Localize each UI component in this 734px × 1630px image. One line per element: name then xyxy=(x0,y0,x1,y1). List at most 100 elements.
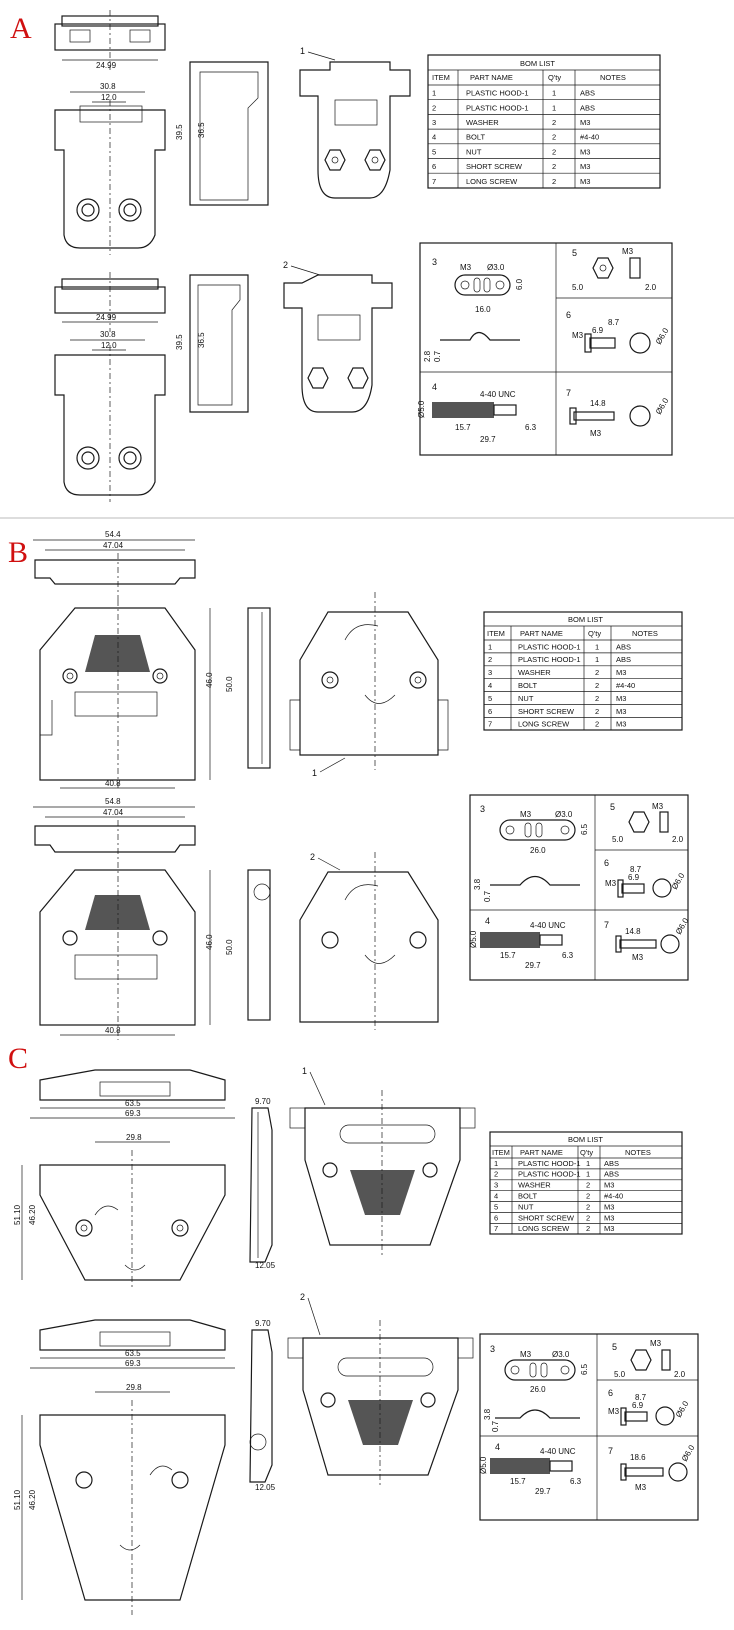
section-letter-a: A xyxy=(10,12,32,45)
bom-cell: 1 xyxy=(595,655,599,664)
a-side-view-lower: 39.5 36.5 xyxy=(175,274,249,413)
svg-text:M3: M3 xyxy=(605,879,617,888)
c-front-view-upper: 29.8 51.10 46.20 xyxy=(13,1133,226,1290)
bom-cell: NUT xyxy=(518,694,534,703)
svg-text:2.0: 2.0 xyxy=(672,835,684,844)
svg-text:1: 1 xyxy=(302,1066,307,1076)
svg-text:29.8: 29.8 xyxy=(126,1383,142,1392)
svg-text:47.04: 47.04 xyxy=(103,541,124,550)
svg-text:7: 7 xyxy=(608,1446,613,1456)
svg-text:4-40 UNC: 4-40 UNC xyxy=(540,1447,576,1456)
bom-cell: M3 xyxy=(580,147,590,156)
svg-text:3: 3 xyxy=(432,257,437,267)
bom-cell: PLASTIC HOOD-1 xyxy=(466,89,529,98)
svg-text:Q'ty: Q'ty xyxy=(580,1148,593,1157)
svg-text:2: 2 xyxy=(300,1292,305,1302)
bom-cell: LONG SCREW xyxy=(466,177,518,186)
bom-cell: WASHER xyxy=(518,668,551,677)
c-nut-detail: 5 M3 5.0 2.0 xyxy=(612,1339,686,1379)
svg-text:6.9: 6.9 xyxy=(632,1401,644,1410)
bom-cell: ABS xyxy=(580,89,595,98)
svg-text:5: 5 xyxy=(612,1342,617,1352)
bom-cell: LONG SCREW xyxy=(518,720,570,729)
b-front-view-lower: 40.8 46.0 50.0 xyxy=(39,862,234,1040)
svg-text:5.0: 5.0 xyxy=(614,1370,626,1379)
b-nut-detail: 5 M3 5.0 2.0 xyxy=(610,802,684,844)
section-b: B 54.4 47.04 40.8 46.0 50.0 xyxy=(8,530,691,1040)
a-bom-header-qty: Q'ty xyxy=(548,73,561,82)
bom-cell: 5 xyxy=(432,147,436,156)
c-front-view-lower: 29.8 51.10 46.20 xyxy=(13,1383,226,1615)
bom-cell: SHORT SCREW xyxy=(466,162,523,171)
svg-text:6.3: 6.3 xyxy=(570,1477,582,1486)
bom-cell: 7 xyxy=(432,177,436,186)
svg-text:6.0: 6.0 xyxy=(515,278,524,290)
svg-text:5: 5 xyxy=(610,802,615,812)
svg-text:M3: M3 xyxy=(520,1350,532,1359)
svg-text:NOTES: NOTES xyxy=(632,629,658,638)
svg-text:5: 5 xyxy=(572,248,577,258)
svg-text:1: 1 xyxy=(312,768,317,778)
svg-text:2.0: 2.0 xyxy=(645,283,657,292)
c-part-2-view: 2 xyxy=(287,1292,474,1485)
bom-cell: 2 xyxy=(552,133,556,142)
a-front-view-upper: 30.8 12.0 xyxy=(54,82,166,255)
svg-text:8.7: 8.7 xyxy=(630,865,642,874)
c-short-screw-detail: 6 8.7 6.9 M3 Ø6.0 xyxy=(608,1388,691,1426)
bom-cell: 1 xyxy=(552,89,556,98)
b-long-screw-detail: 7 14.8 M3 Ø6.0 xyxy=(604,916,691,962)
svg-text:Ø6.0: Ø6.0 xyxy=(654,326,671,346)
svg-text:54.8: 54.8 xyxy=(105,797,121,806)
svg-text:Ø5.0: Ø5.0 xyxy=(479,1456,488,1474)
bom-cell: SHORT SCREW xyxy=(518,707,575,716)
svg-text:6: 6 xyxy=(608,1388,613,1398)
svg-text:3.8: 3.8 xyxy=(473,878,482,890)
dim-a-top-width: 24.99 xyxy=(96,61,117,70)
bom-cell: 2 xyxy=(586,1213,590,1222)
bom-cell: 7 xyxy=(488,720,492,729)
bom-cell: PLASTIC HOOD-1 xyxy=(518,655,581,664)
svg-text:4-40 UNC: 4-40 UNC xyxy=(530,921,566,930)
svg-text:NOTES: NOTES xyxy=(625,1148,651,1157)
dim-a-side-outer: 39.5 xyxy=(175,124,184,140)
bom-cell: NUT xyxy=(466,147,482,156)
a-bom-header-item: ITEM xyxy=(432,73,450,82)
bom-cell: ABS xyxy=(616,655,631,664)
svg-text:5.0: 5.0 xyxy=(572,283,584,292)
bom-cell: 3 xyxy=(494,1181,498,1190)
svg-text:Ø3.0: Ø3.0 xyxy=(552,1350,570,1359)
bom-cell: 2 xyxy=(552,162,556,171)
a-front-view-lower: 30.8 12.0 xyxy=(54,330,166,502)
a-side-view-upper: 39.5 36.5 xyxy=(175,61,269,206)
svg-text:5.0: 5.0 xyxy=(612,835,624,844)
svg-text:63.5: 63.5 xyxy=(125,1349,141,1358)
c-long-screw-detail: 7 18.6 M3 Ø6.0 xyxy=(608,1443,697,1492)
svg-text:12.05: 12.05 xyxy=(255,1483,276,1492)
c-part-1-view: 1 xyxy=(289,1066,476,1255)
a-short-screw-detail: 6 8.7 6.9 M3 Ø6.0 xyxy=(566,310,671,354)
svg-text:3.8: 3.8 xyxy=(483,1408,492,1420)
a-part-label-2: 2 xyxy=(283,260,288,270)
dim-a-lower-side-inner: 36.5 xyxy=(197,332,206,348)
bom-cell: WASHER xyxy=(466,118,499,127)
bom-cell: ABS xyxy=(604,1159,619,1168)
bom-cell: 3 xyxy=(432,118,436,127)
a-nut-detail: 5 M3 5.0 2.0 xyxy=(572,247,657,292)
svg-text:6.9: 6.9 xyxy=(592,326,604,335)
bom-cell: 4 xyxy=(488,681,492,690)
svg-text:Ø5.0: Ø5.0 xyxy=(469,930,478,948)
svg-text:15.7: 15.7 xyxy=(510,1477,526,1486)
svg-text:M3: M3 xyxy=(650,1339,662,1348)
svg-text:Ø3.0: Ø3.0 xyxy=(487,263,505,272)
svg-text:9.70: 9.70 xyxy=(255,1097,271,1106)
svg-text:50.0: 50.0 xyxy=(225,939,234,955)
a-top-view-upper: 24.99 xyxy=(54,10,166,70)
svg-text:M3: M3 xyxy=(632,953,644,962)
c-hardware-panel: 3 M3 Ø3.0 26.0 6.5 3.8 0.7 5 M3 5.0 xyxy=(479,1333,699,1521)
svg-text:6.3: 6.3 xyxy=(562,951,574,960)
svg-text:46.0: 46.0 xyxy=(205,672,214,688)
svg-text:BOM LIST: BOM LIST xyxy=(568,1135,603,1144)
a-part-2-view: 2 xyxy=(283,260,393,413)
